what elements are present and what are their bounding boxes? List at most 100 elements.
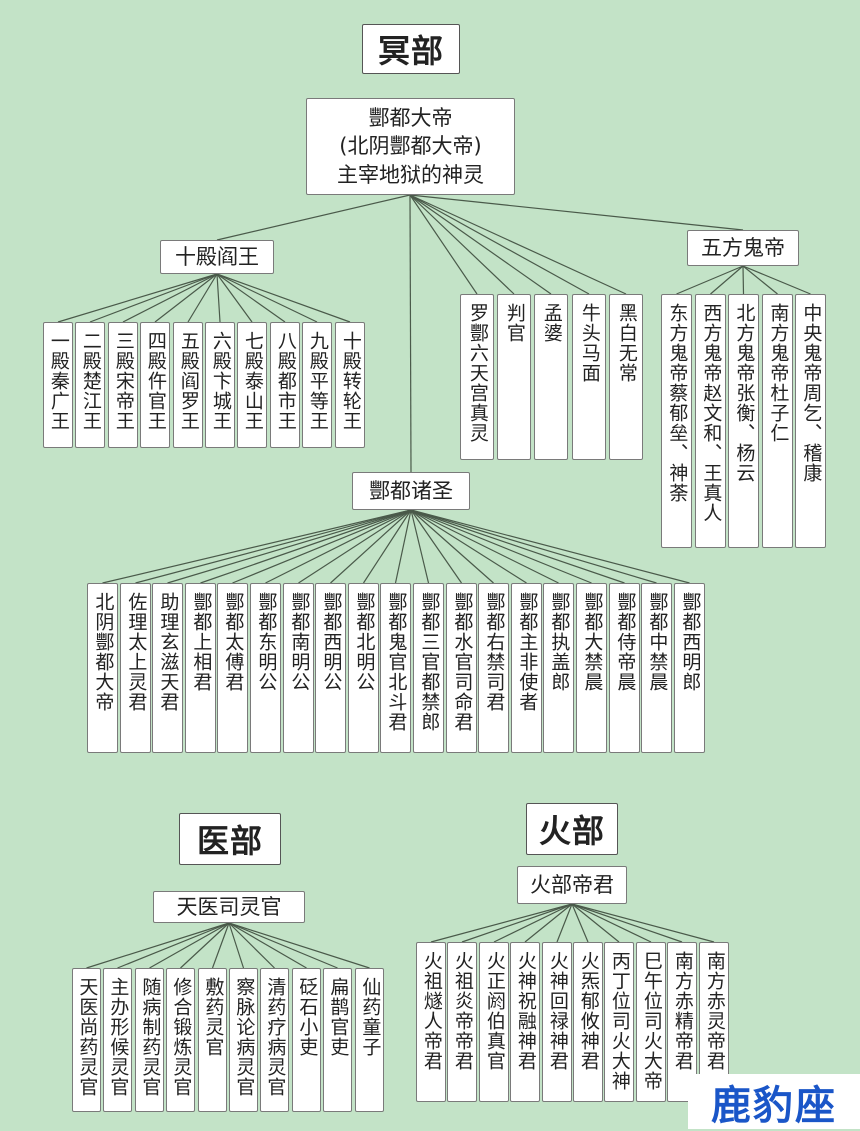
section-title-ming: 冥部 (362, 24, 460, 74)
shidian-member-7: 七殿泰山王 (237, 322, 267, 448)
middle-member-2: 判官 (497, 294, 531, 460)
huobu-member-7: 丙丁位司火大神 (604, 942, 634, 1102)
yibu-member-10: 仙药童子 (355, 968, 384, 1112)
huobu-member-connector-1 (430, 903, 573, 943)
yibu-member-connector-8 (228, 922, 307, 969)
middle-member-1: 罗酆六天宫真灵 (460, 294, 494, 460)
zhusheng-member-connector-1 (102, 509, 412, 584)
middle-member-4: 牛头马面 (572, 294, 606, 460)
shidian-member-4: 四殿仵官王 (140, 322, 170, 448)
wufang-member-connector-5 (742, 265, 811, 295)
yibu-member-9: 扁鹊官吏 (323, 968, 352, 1112)
middle-member-5: 黑白无常 (609, 294, 643, 460)
zhusheng-member-connector-6 (265, 509, 412, 584)
zhusheng-member-16: 酆都大禁晨 (576, 583, 607, 753)
yibu-member-connector-2 (117, 922, 230, 969)
zhusheng-member-connector-10 (394, 509, 412, 584)
middle-member-connector-2 (409, 194, 515, 295)
huobu-member-connector-6 (571, 903, 589, 943)
zhusheng-member-6: 酆都东明公 (250, 583, 281, 753)
zhusheng-member-connector-4 (200, 509, 412, 584)
huobu-member-connector-8 (571, 903, 652, 943)
yibu-member-connector-6 (228, 922, 245, 969)
shidian-member-connector-1 (57, 273, 218, 323)
zhusheng-member-9: 酆都北明公 (348, 583, 379, 753)
shidian-member-connector-7 (216, 273, 253, 323)
group-node-zhusheng: 酆都诸圣 (352, 472, 470, 510)
shidian-member-8: 八殿都市王 (270, 322, 300, 448)
shidian-member-10: 十殿转轮王 (335, 322, 365, 448)
root-line-3: 主宰地狱的神灵 (337, 162, 484, 187)
shidian-member-6: 六殿卞城王 (205, 322, 235, 448)
yibu-member-connector-10 (228, 922, 370, 969)
zhusheng-member-5: 酆都太傅君 (217, 583, 248, 753)
huobu-member-connector-4 (524, 903, 573, 943)
zhusheng-member-connector-9 (362, 509, 412, 584)
zhusheng-member-connector-8 (330, 509, 412, 584)
zhusheng-member-connector-5 (232, 509, 412, 584)
zhusheng-member-2: 佐理太上灵君 (120, 583, 151, 753)
group-node-shidian: 十殿阎王 (160, 240, 274, 274)
yibu-member-connector-7 (228, 922, 275, 969)
wufang-member-2: 西方鬼帝赵文和、王真人 (695, 294, 726, 548)
zhusheng-member-connector-18 (410, 509, 657, 584)
yibu-member-6: 察脉论病灵官 (229, 968, 258, 1112)
yibu-member-4: 修合锻炼灵官 (166, 968, 195, 1112)
yibu-member-connector-5 (211, 922, 230, 969)
group-node-tianyi: 天医司灵官 (153, 891, 305, 923)
shidian-member-connector-10 (216, 273, 351, 323)
wufang-member-4: 南方鬼帝杜子仁 (762, 294, 793, 548)
huobu-member-connector-7 (571, 903, 620, 943)
shidian-member-connector-5 (187, 273, 218, 323)
wufang-member-connector-3 (742, 265, 745, 295)
zhusheng-member-connector-13 (410, 509, 494, 584)
huobu-member-6: 火炁郁攸神君 (573, 942, 603, 1102)
section-title-huo: 火部 (526, 803, 618, 855)
shidian-member-connector-6 (216, 273, 221, 323)
section-title-yi: 医部 (179, 813, 281, 865)
huobu-member-1: 火祖燧人帝君 (416, 942, 446, 1102)
huobu-member-connector-3 (493, 903, 573, 943)
shidian-member-1: 一殿秦广王 (43, 322, 73, 448)
yibu-member-8: 砭石小吏 (292, 968, 321, 1112)
zhusheng-member-7: 酆都南明公 (283, 583, 314, 753)
group-node-wufang: 五方鬼帝 (687, 230, 799, 266)
wufang-member-connector-2 (710, 265, 744, 295)
shidian-member-5: 五殿阎罗王 (173, 322, 203, 448)
shidian-member-connector-2 (89, 273, 218, 323)
zhusheng-member-connector-16 (410, 509, 592, 584)
middle-member-connector-1 (409, 194, 478, 295)
huobu-member-4: 火神祝融神君 (510, 942, 540, 1102)
middle-member-connector-3 (409, 194, 552, 295)
shidian-member-9: 九殿平等王 (302, 322, 332, 448)
shidian-member-connector-4 (154, 273, 218, 323)
wufang-member-3: 北方鬼帝张衡、杨云 (728, 294, 759, 548)
zhusheng-member-19: 酆都西明郎 (674, 583, 705, 753)
huobu-member-connector-2 (461, 903, 573, 943)
watermark-logo: 鹿豹座 (688, 1074, 860, 1129)
yibu-member-3: 随病制药灵官 (135, 968, 164, 1112)
middle-member-connector-4 (409, 194, 590, 295)
connector-root-shidian (216, 194, 411, 241)
zhusheng-member-connector-7 (298, 509, 412, 584)
huobu-member-5: 火神回禄神君 (542, 942, 572, 1102)
zhusheng-member-18: 酆都中禁晨 (641, 583, 672, 753)
yibu-member-connector-4 (180, 922, 230, 969)
root-line-2: (北阴酆都大帝) (339, 134, 482, 159)
yibu-member-connector-9 (228, 922, 338, 969)
zhusheng-member-connector-12 (410, 509, 462, 584)
zhusheng-member-4: 酆都上相君 (185, 583, 216, 753)
huobu-member-connector-5 (556, 903, 573, 943)
zhusheng-member-3: 助理玄滋天君 (152, 583, 183, 753)
shidian-member-connector-3 (122, 273, 218, 323)
yibu-member-5: 敷药灵官 (198, 968, 227, 1112)
huobu-member-2: 火祖炎帝帝君 (447, 942, 477, 1102)
group-node-huobu: 火部帝君 (517, 866, 627, 904)
zhusheng-member-12: 酆都水官司命君 (446, 583, 477, 753)
zhusheng-member-17: 酆都侍帝晨 (609, 583, 640, 753)
zhusheng-member-13: 酆都右禁司君 (478, 583, 509, 753)
zhusheng-member-connector-2 (135, 509, 412, 584)
middle-member-3: 孟婆 (534, 294, 568, 460)
zhusheng-member-connector-14 (410, 509, 527, 584)
zhusheng-member-10: 酆都鬼官北斗君 (380, 583, 411, 753)
